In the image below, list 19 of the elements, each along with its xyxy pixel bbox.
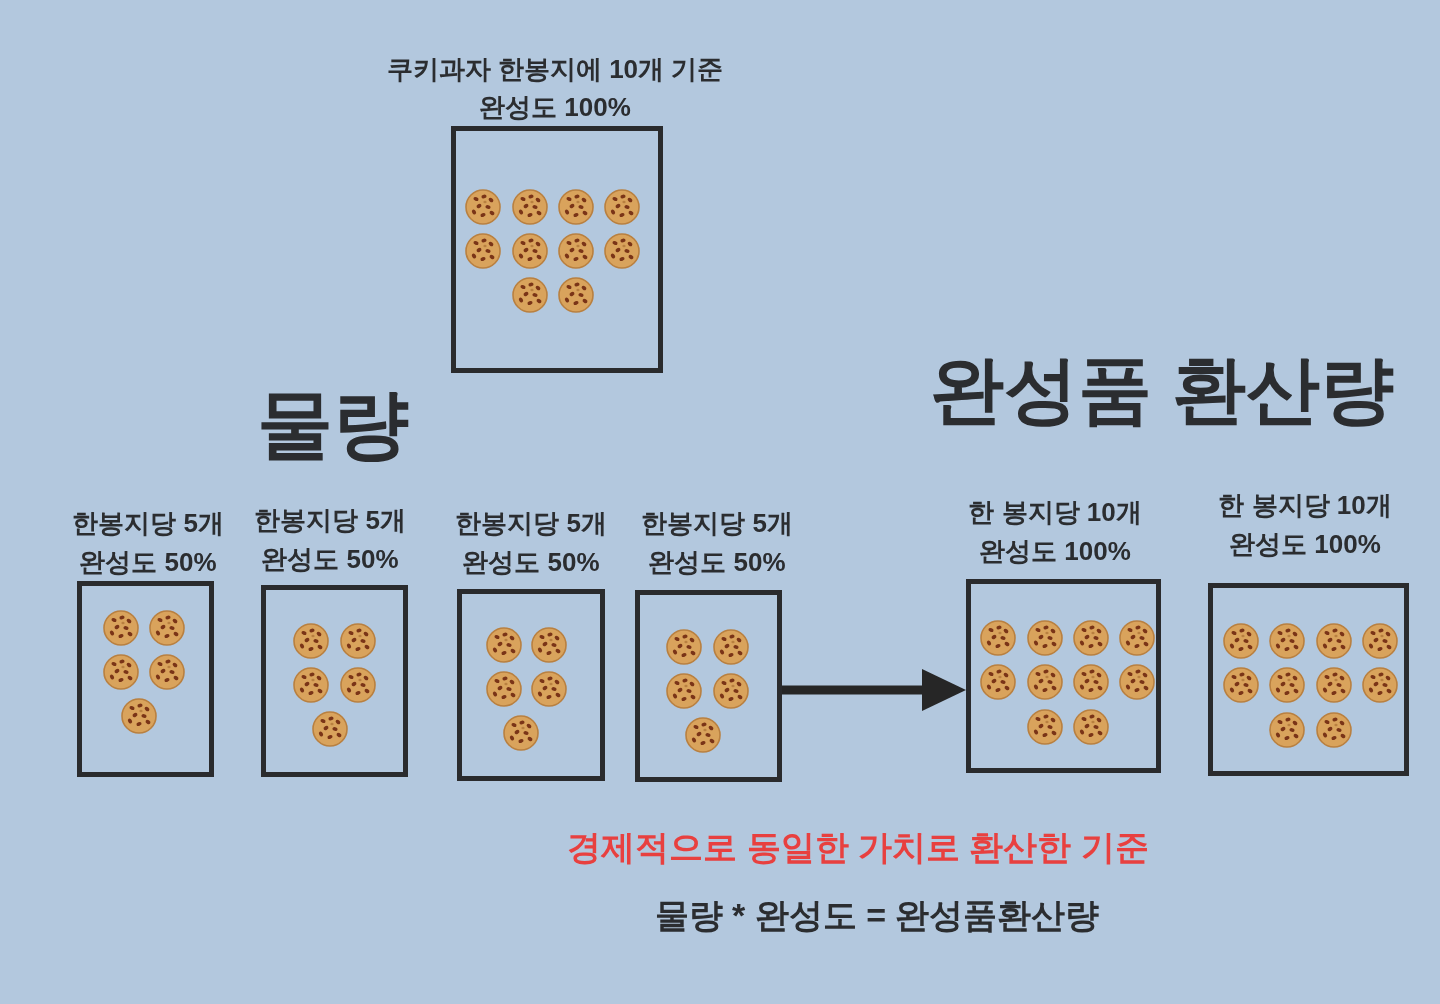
arrow xyxy=(782,669,966,711)
section-heading: 완성품 환산량 xyxy=(929,347,1395,433)
box-caption: 완성도 50% xyxy=(462,548,600,578)
section-heading: 물량 xyxy=(257,380,409,468)
box-caption: 한봉지당 5개 xyxy=(455,509,607,539)
box-caption: 한 봉지당 10개 xyxy=(968,498,1142,528)
box-caption: 한 봉지당 10개 xyxy=(1218,491,1392,521)
box-caption: 완성도 50% xyxy=(79,548,217,578)
box-caption: 한봉지당 5개 xyxy=(254,506,406,536)
box-caption: 완성도 100% xyxy=(1229,530,1381,560)
formula-text: 물량 * 완성도 = 완성품환산량 xyxy=(654,896,1100,936)
box-caption: 완성도 50% xyxy=(648,548,786,578)
box-caption: 완성도 100% xyxy=(979,537,1131,567)
box-caption: 한봉지당 5개 xyxy=(641,509,793,539)
box-caption: 완성도 100% xyxy=(479,93,631,123)
note-text: 경제적으로 동일한 가치로 환산한 기준 xyxy=(567,828,1149,868)
box-caption: 한봉지당 5개 xyxy=(72,509,224,539)
box-caption: 쿠키과자 한봉지에 10개 기준 xyxy=(386,55,724,85)
box-caption: 완성도 50% xyxy=(261,545,399,575)
